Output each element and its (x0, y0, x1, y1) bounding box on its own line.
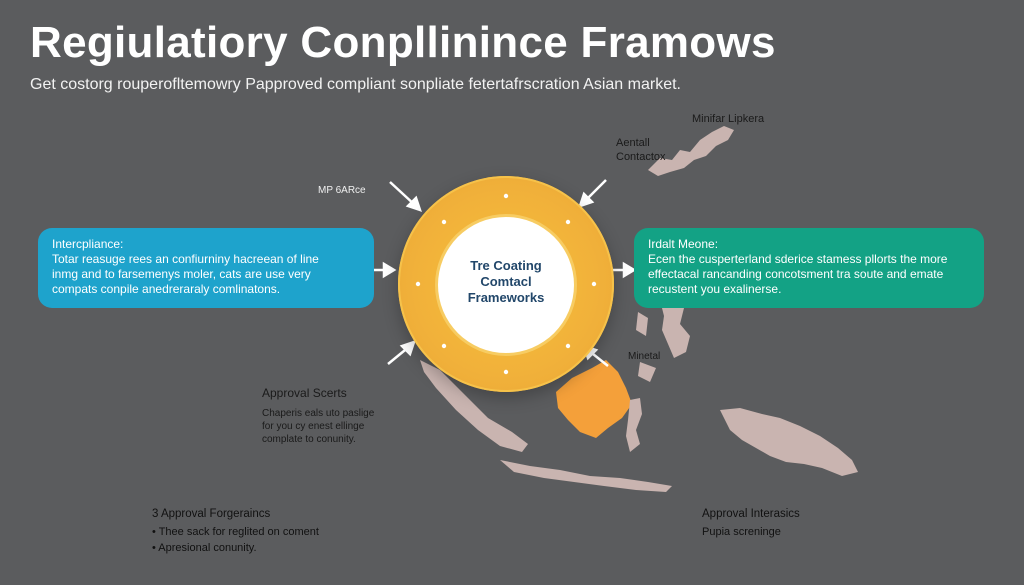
land-north (648, 126, 734, 176)
left-panel-line: inmg and to farsemenys moler, cats are u… (52, 267, 311, 281)
right-panel-line: recustent you exalinerse. (648, 282, 782, 296)
land-java (500, 460, 672, 492)
right-panel-line: Ecen the cusperterland sderice stamess p… (648, 252, 948, 266)
land-islands (660, 298, 690, 358)
list-item: • Apresional conunity. (152, 542, 257, 554)
approval-steps-line: complate to conunity. (262, 434, 356, 445)
approval-steps: Approval Scerts Chaperis eals uto paslig… (262, 386, 374, 446)
right-info-panel: Irdalt Meone: Ecen the cusperterland sde… (634, 228, 984, 308)
center-label: Tre Coating Comtacl Frameworks (438, 258, 574, 306)
bottom-left-list: 3 Approval Forgeraincs • Thee sack for r… (152, 506, 319, 556)
right-panel-line: effectacal rancanding concotsment tra so… (648, 267, 944, 281)
approval-steps-line: for you cy enest ellinge (262, 421, 365, 432)
page-subtitle: Get costorg rouperofltemowry Papproved c… (30, 76, 681, 93)
center-line: Tre Coating (470, 258, 542, 273)
land-east (720, 408, 858, 476)
left-panel-line: Totar reasuge rees an confiurniny hacree… (52, 252, 319, 266)
left-panel-heading: Intercpliance: (52, 237, 124, 251)
bottom-right-block: Approval Interasics Pupia screninge (702, 506, 800, 540)
right-panel-heading: Irdalt Meone: (648, 237, 719, 251)
left-info-panel: Intercpliance: Totar reasuge rees an con… (38, 228, 374, 308)
land-highlight (556, 360, 632, 438)
bottom-right-heading: Approval Interasics (702, 508, 800, 520)
page-title: Regiulatiory Conpllinince Framows (30, 18, 776, 67)
arrow-group (374, 179, 637, 367)
map-label-top-right: Minifar Lipkera (692, 113, 765, 125)
bottom-left-heading: 3 Approval Forgeraincs (152, 508, 271, 520)
bottom-right-text: Pupia screninge (702, 526, 781, 538)
approval-steps-heading: Approval Scerts (262, 386, 347, 400)
left-panel-line: compats conpile anedreraraly comlinatons… (52, 282, 281, 296)
approval-steps-line: Chaperis eals uto paslige (262, 408, 375, 419)
map-label-contact: Aentall Contactox (616, 137, 666, 163)
map-label-mineral: Minetal (628, 351, 661, 362)
ring-dots (415, 193, 597, 375)
center-line: Frameworks (467, 290, 545, 305)
center-line: Comtacl (480, 274, 532, 289)
map-label-mp: MP 6ARce (318, 185, 366, 196)
center-disc (438, 217, 574, 353)
list-item: • Thee sack for reglited on coment (152, 526, 319, 538)
land-peninsula (420, 360, 528, 452)
